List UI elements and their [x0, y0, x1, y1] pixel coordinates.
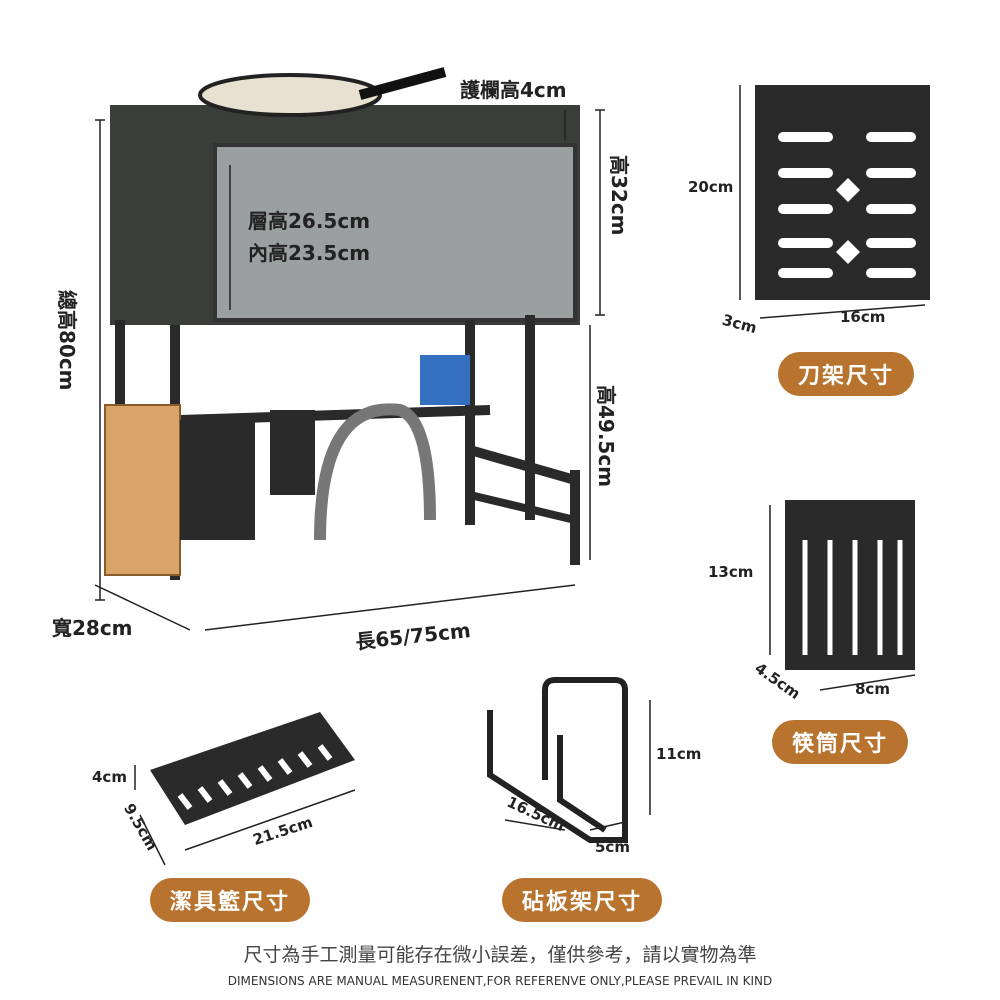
- total-height-label: 總高80cm: [55, 290, 79, 391]
- chopstick-holder-badge: 筷筒尺寸: [772, 720, 909, 764]
- chopstick-height-label: 13cm: [708, 563, 754, 581]
- basket-height-label: 4cm: [92, 768, 127, 786]
- layer-height-label: 層高26.5cm: [248, 209, 371, 233]
- chopstick-width-label: 8cm: [855, 680, 890, 698]
- knife-height-label: 20cm: [688, 178, 734, 196]
- sponge-basket-badge: 潔具籃尺寸: [150, 878, 311, 922]
- upper-height-label: 高32cm: [607, 155, 631, 236]
- chopstick-holder-drawing: [769, 500, 916, 691]
- disclaimer-chinese: 尺寸為手工測量可能存在微小誤差，僅供參考，請以實物為準: [243, 944, 757, 966]
- knife-width-label: 16cm: [840, 308, 886, 326]
- board-height-label: 11cm: [656, 745, 702, 763]
- board-width-label: 5cm: [595, 838, 630, 856]
- guard-height-label: 護欄高4cm: [460, 78, 567, 102]
- board-holder-drawing: [487, 677, 651, 843]
- width-label: 寬28cm: [52, 616, 133, 640]
- sponge-basket-drawing: [134, 712, 356, 866]
- main-rack-drawing: [94, 67, 605, 631]
- knife-holder-badge: 刀架尺寸: [778, 352, 915, 396]
- inner-height-label: 內高23.5cm: [248, 241, 371, 265]
- knife-holder-drawing: [739, 85, 930, 319]
- disclaimer-english: DIMENSIONS ARE MANUAL MEASURENENT,FOR RE…: [227, 974, 773, 988]
- board-holder-badge: 砧板架尺寸: [502, 878, 663, 922]
- lower-height-label: 高49.5cm: [594, 385, 618, 488]
